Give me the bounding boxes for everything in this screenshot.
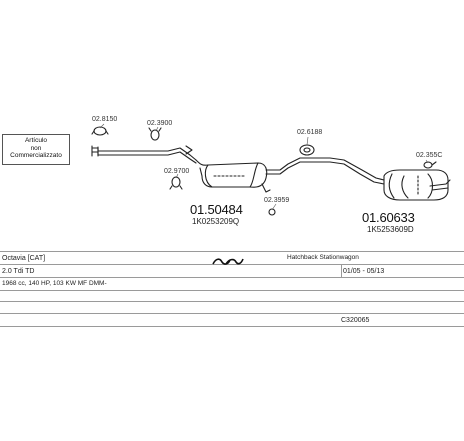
- part-label-clamp-b: 02.3900: [147, 120, 173, 127]
- rear-pipe: [329, 157, 385, 181]
- ring-icon-1: [299, 144, 315, 156]
- rear-silencer-code: 01.60633: [362, 210, 415, 225]
- ring-icon-2: [423, 161, 437, 169]
- rear-silencer: [383, 169, 449, 201]
- middle-silencer-oem: 1K0253209Q: [192, 217, 240, 226]
- catalog-reference: C320065: [341, 317, 370, 324]
- part-label-clamp-a: 02.8150: [92, 116, 118, 123]
- table-row-divider: [0, 264, 464, 265]
- table-row-divider: [0, 326, 464, 327]
- clamp-icon-4: [268, 208, 276, 216]
- notice-line-3: Commercializzato: [10, 152, 62, 159]
- notice-line-1: Artículo: [24, 137, 48, 144]
- part-label-clamp-c: 02.9700: [164, 168, 190, 175]
- part-label-ring-b: 02.355C: [416, 152, 443, 159]
- front-pipe: [91, 147, 197, 161]
- vehicle-model: Octavia [CAT]: [2, 255, 46, 262]
- exhaust-diagram: Artículo non Commercializzato 02.8150 02…: [2, 116, 451, 234]
- brand-logo: [212, 253, 244, 265]
- table-top-border: [0, 251, 464, 252]
- vehicle-engine: 2.0 Tdi TD: [2, 268, 35, 275]
- table-col-divider: [341, 264, 342, 277]
- brand-logo-icon: [212, 258, 244, 265]
- middle-silencer: [195, 159, 268, 188]
- part-label-ring-a: 02.6188: [297, 129, 323, 136]
- clamp-icon-3: [169, 176, 183, 190]
- table-row-divider: [0, 290, 464, 291]
- exhaust-drawing: [91, 123, 451, 216]
- vehicle-years: 01/05 - 05/13: [343, 268, 385, 275]
- rear-silencer-oem: 1K5253609D: [367, 225, 414, 234]
- not-sold-notice: Artículo non Commercializzato: [2, 134, 70, 165]
- vehicle-spec: 1968 cc, 140 HP, 103 KW MF DMM-: [2, 280, 107, 287]
- part-label-clamp-d: 02.3959: [264, 197, 290, 204]
- clamp-icon-2: [148, 127, 162, 141]
- table-row-divider: [0, 277, 464, 278]
- middle-silencer-code: 01.50484: [190, 202, 243, 217]
- vehicle-body: Hatchback Stationwagon: [287, 254, 359, 261]
- table-row-divider: [0, 301, 464, 302]
- clamp-icon-1: [91, 126, 109, 136]
- table-row-divider: [0, 313, 464, 314]
- notice-line-2: non: [30, 144, 42, 152]
